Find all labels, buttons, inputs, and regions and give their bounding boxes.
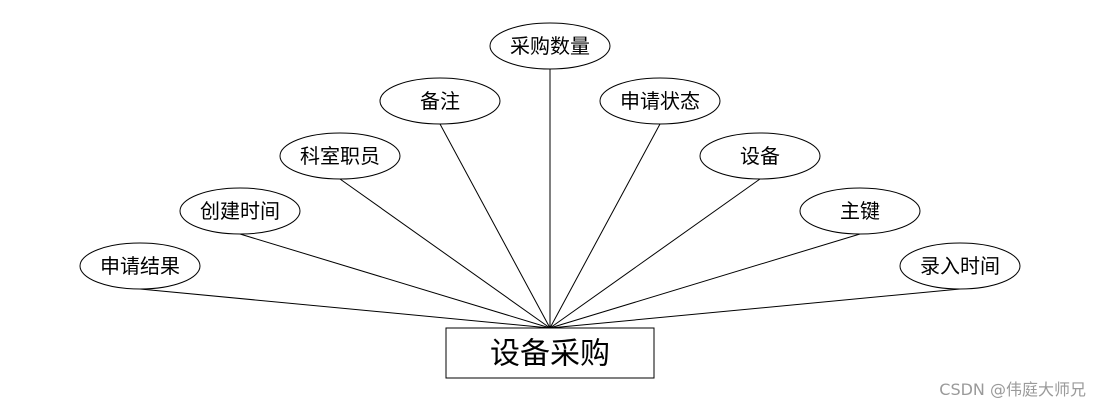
attribute-label-shenqing-zhuangtai: 申请状态 bbox=[620, 89, 700, 113]
attribute-caigou-shuliang: 采购数量 bbox=[489, 22, 611, 70]
edge-chuangjian-shijian bbox=[239, 233, 551, 329]
attribute-luru-shijian: 录入时间 bbox=[899, 242, 1021, 290]
attribute-shenqing-zhuangtai: 申请状态 bbox=[599, 77, 721, 125]
edge-shenqing-jieguo bbox=[139, 288, 551, 329]
attribute-ellipse-caigou-shuliang bbox=[489, 22, 611, 70]
attribute-ellipse-beizhu bbox=[379, 77, 501, 125]
edge-keshi-zhiyuan bbox=[339, 178, 551, 329]
attribute-shenqing-jieguo: 申请结果 bbox=[79, 242, 201, 290]
attribute-ellipse-shenqing-jieguo bbox=[79, 242, 201, 290]
attribute-ellipse-zhujian bbox=[799, 187, 921, 235]
attribute-beizhu: 备注 bbox=[379, 77, 501, 125]
entity-label: 设备采购 bbox=[490, 337, 610, 372]
edge-shebei bbox=[549, 178, 761, 329]
entity-box bbox=[445, 327, 655, 379]
relationship-lines bbox=[139, 69, 961, 329]
attribute-ellipse-chuangjian-shijian bbox=[179, 187, 301, 235]
attribute-label-luru-shijian: 录入时间 bbox=[920, 254, 1000, 278]
attribute-chuangjian-shijian: 创建时间 bbox=[179, 187, 301, 235]
attribute-ellipse-keshi-zhiyuan bbox=[279, 132, 401, 180]
edge-luru-shijian bbox=[549, 288, 961, 329]
attribute-label-zhujian: 主键 bbox=[840, 199, 880, 223]
watermark: CSDN @伟庭大师兄 bbox=[939, 380, 1086, 399]
attribute-label-keshi-zhiyuan: 科室职员 bbox=[300, 144, 380, 168]
attribute-ellipse-shebei bbox=[699, 132, 821, 180]
attribute-label-shebei: 设备 bbox=[740, 144, 780, 168]
attribute-shebei: 设备 bbox=[699, 132, 821, 180]
attribute-ellipse-shenqing-zhuangtai bbox=[599, 77, 721, 125]
edge-beizhu bbox=[439, 123, 551, 329]
attribute-label-beizhu: 备注 bbox=[420, 89, 460, 113]
attribute-label-caigou-shuliang: 采购数量 bbox=[510, 34, 590, 58]
edge-shenqing-zhuangtai bbox=[549, 123, 661, 329]
attribute-zhujian: 主键 bbox=[799, 187, 921, 235]
edge-zhujian bbox=[549, 233, 861, 329]
attribute-label-shenqing-jieguo: 申请结果 bbox=[100, 254, 180, 278]
attribute-ellipse-luru-shijian bbox=[899, 242, 1021, 290]
entity: 设备采购 bbox=[445, 327, 655, 379]
attribute-label-chuangjian-shijian: 创建时间 bbox=[200, 199, 280, 223]
attribute-keshi-zhiyuan: 科室职员 bbox=[279, 132, 401, 180]
